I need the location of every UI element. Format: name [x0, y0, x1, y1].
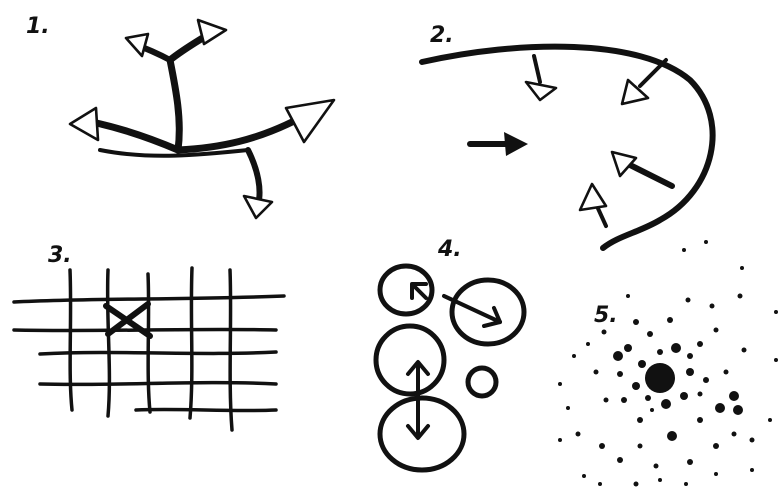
dot-cluster-icon: [558, 240, 778, 487]
curved-wall-arrows-icon: [422, 47, 713, 248]
panel-1-label: 1.: [26, 14, 50, 39]
panel-4: 4.: [376, 237, 524, 470]
panel-2: 2.: [422, 23, 713, 248]
panel-1: 1.: [26, 14, 334, 218]
panel-3-label: 3.: [48, 243, 72, 268]
panel-5-label: 5.: [594, 303, 618, 328]
circles-arrows-icon: [376, 266, 524, 470]
grid-cross-icon: [14, 268, 284, 430]
panel-5: 5.: [558, 240, 778, 487]
branching-arrows-icon: [70, 20, 334, 218]
panel-3: 3.: [14, 243, 284, 430]
panel-4-label: 4.: [437, 237, 462, 262]
panel-2-label: 2.: [430, 23, 454, 48]
